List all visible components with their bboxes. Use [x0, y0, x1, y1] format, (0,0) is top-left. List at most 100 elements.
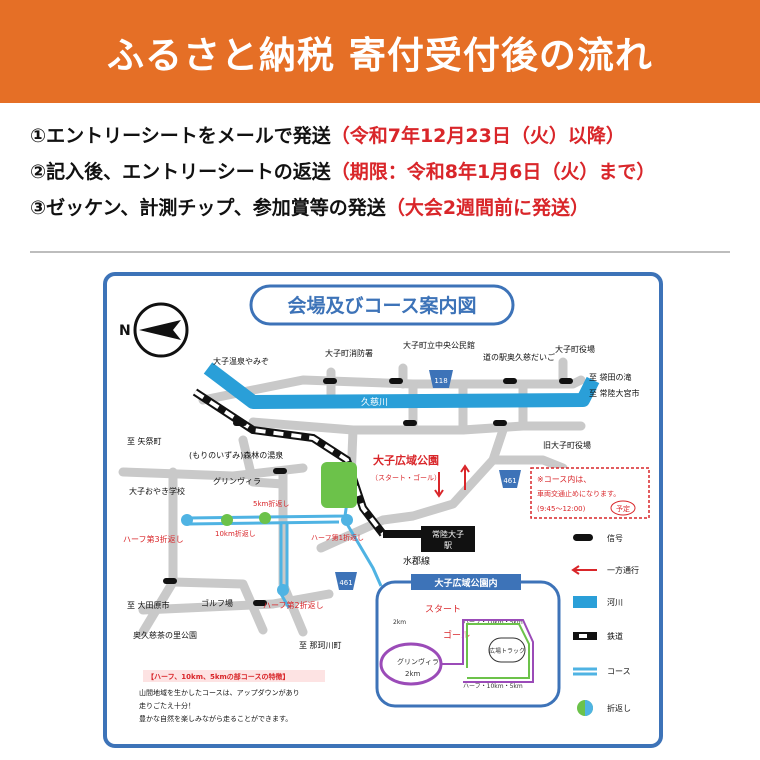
steps-list: ①エントリーシートをメールで発送（令和7年12月23日（火）以降） ②記入後、エ… — [30, 118, 750, 226]
route-shield-icon: 461 — [499, 470, 521, 488]
map-title-box — [249, 284, 515, 326]
step-item: ②記入後、エントリーシートの返送（期限：令和8年1月6日（火）まで） — [30, 154, 750, 190]
station-box — [421, 526, 475, 552]
place-label: 旧大子町役場 — [543, 440, 591, 450]
route-shield-icon: 461 — [335, 572, 357, 590]
notice-time: (9:45～12:00) — [537, 505, 586, 513]
place-label: ゴルフ場 — [201, 598, 233, 608]
park-track: 広場トラック — [489, 647, 525, 655]
place-label: 至 那珂川町 — [299, 641, 342, 650]
track-shape — [488, 637, 526, 663]
course-info-line: 山間地域を生かしたコースは、アップダウンがあり — [139, 688, 300, 697]
course-info-heading: 【ハーフ、10km、5kmの部コースの特徴】 — [147, 672, 289, 681]
legend-label: コース — [607, 667, 631, 676]
venue-sub: （スタート・ゴール） — [371, 473, 441, 482]
compass-icon: N — [119, 302, 189, 358]
step-item: ①エントリーシートをメールで発送（令和7年12月23日（火）以降） — [30, 118, 750, 154]
park-label: 2km — [393, 619, 406, 626]
one-way-arrow-icon — [434, 464, 470, 498]
step-note: （期限：令和8年1月6日（火）まで） — [330, 161, 656, 183]
legend-label: 信号 — [607, 533, 623, 543]
place-label: 至 袋田の滝 — [589, 372, 632, 382]
venue-name: 大子広域公園 — [373, 453, 439, 467]
river — [203, 362, 600, 409]
map-title: 会場及びコース案内図 — [287, 294, 476, 317]
place-label: 至 矢祭町 — [127, 436, 162, 446]
route-shield-label: 461 — [503, 477, 516, 485]
line-name: 水郡線 — [403, 555, 430, 567]
place-label: 大子町役場 — [555, 344, 595, 354]
route-shield-icon: 118 — [429, 370, 453, 388]
notice-box — [530, 467, 650, 519]
park-goal: ゴール — [443, 629, 470, 641]
turn-label: ハーフ第1折返し — [311, 533, 364, 542]
turnaround-icon — [259, 512, 271, 524]
railway-icon — [573, 632, 597, 640]
park-label: ハーフ・10km・5km — [463, 683, 523, 690]
place-label: 至 常陸大宮市 — [589, 388, 640, 398]
station-suffix: 駅 — [444, 541, 452, 550]
park-villa-dist: 2km — [405, 670, 421, 678]
place-label: 大子温泉やみぞ — [213, 356, 269, 366]
one-way-arrow-icon — [571, 565, 597, 575]
route-shield-label: 461 — [339, 579, 352, 587]
place-label: グリンヴィラ — [213, 476, 261, 486]
turn-label: 10km折返し — [215, 529, 256, 538]
place-label: 道の駅奥久慈だいご — [483, 352, 555, 362]
legend: 信号 一方通行 河川 鉄道 コース 折返し — [571, 533, 639, 716]
turn-label: ハーフ第2折返し — [263, 600, 324, 610]
park-course-purple — [441, 619, 534, 683]
park-villa: グリンヴィラ — [397, 657, 439, 666]
station-name: 常陸大子 — [432, 529, 464, 539]
legend-label: 一方通行 — [607, 565, 639, 575]
step-note: （令和7年12月23日（火）以降） — [330, 125, 625, 147]
step-item: ③ゼッケン、計測チップ、参加賞等の発送（大会2週間前に発送） — [30, 190, 750, 226]
turnaround-icon — [577, 700, 593, 716]
signal-icon — [163, 378, 573, 606]
park-inset-title-bg — [411, 574, 521, 590]
course-icon — [573, 667, 597, 676]
turnaround-icon — [277, 584, 289, 596]
place-label: (もりのいずみ)森林の湯泉 — [189, 450, 283, 460]
notice-title: ※コース内は、 — [537, 474, 591, 484]
legend-label: 折返し — [607, 703, 631, 713]
park-inset-title: 大子広域公園内 — [434, 577, 497, 589]
legend-label: 河川 — [607, 597, 623, 607]
place-label: 奥久慈茶の里公園 — [133, 630, 197, 640]
venue-park — [321, 462, 357, 508]
step-main: ③ゼッケン、計測チップ、参加賞等の発送 — [30, 197, 386, 219]
course-info-heading-bg — [143, 670, 325, 682]
course-map: 会場及びコース案内図 N 久慈川 大子広域公園 （スタート・ゴール — [103, 272, 663, 748]
place-label: 至 大田原市 — [127, 600, 170, 610]
step-main: ①エントリーシートをメールで発送 — [30, 125, 331, 147]
notice-body: 車両交通止めになります。 — [537, 489, 620, 498]
place-label: 大子町立中央公民館 — [403, 340, 475, 350]
compass-label: N — [119, 323, 131, 339]
park-course-green — [466, 623, 530, 679]
turn-label: 5km折返し — [253, 499, 289, 508]
park-start: スタート — [425, 604, 461, 615]
step-note: （大会2週間前に発送） — [385, 197, 590, 219]
place-label: 大子おやき学校 — [129, 486, 185, 496]
place-label: 大子町消防署 — [325, 348, 373, 358]
notice-tag: 予定 — [616, 504, 630, 513]
place-labels: 大子町消防署 大子町立中央公民館 道の駅奥久慈だいご 大子町役場 大子温泉やみぞ… — [127, 340, 640, 650]
signal-icon — [573, 534, 593, 541]
legend-label: 鉄道 — [607, 631, 623, 641]
route-shield-label: 118 — [434, 377, 447, 385]
notice-tag-outline — [610, 500, 636, 516]
turnaround-icon — [341, 514, 353, 526]
header-banner: ふるさと納税 寄付受付後の流れ — [0, 0, 760, 103]
step-main: ②記入後、エントリーシートの返送 — [30, 161, 331, 183]
turn-label: ハーフ第3折返し — [123, 534, 184, 544]
course-map-svg: 会場及びコース案内図 N 久慈川 大子広域公園 （スタート・ゴール — [103, 272, 663, 748]
river-label: 久慈川 — [361, 396, 388, 408]
divider — [30, 251, 730, 253]
turnaround-icon — [221, 514, 233, 526]
park-label: ハーフ・10km・5km — [463, 619, 523, 626]
course-info-line: 豊かな自然を楽しみながら走ることができます。 — [139, 714, 292, 723]
river-icon — [573, 596, 597, 608]
turnaround-icon — [181, 514, 193, 526]
course-info-line: 走りごたえ十分！ — [139, 701, 195, 710]
page-title: ふるさと納税 寄付受付後の流れ — [107, 33, 653, 77]
